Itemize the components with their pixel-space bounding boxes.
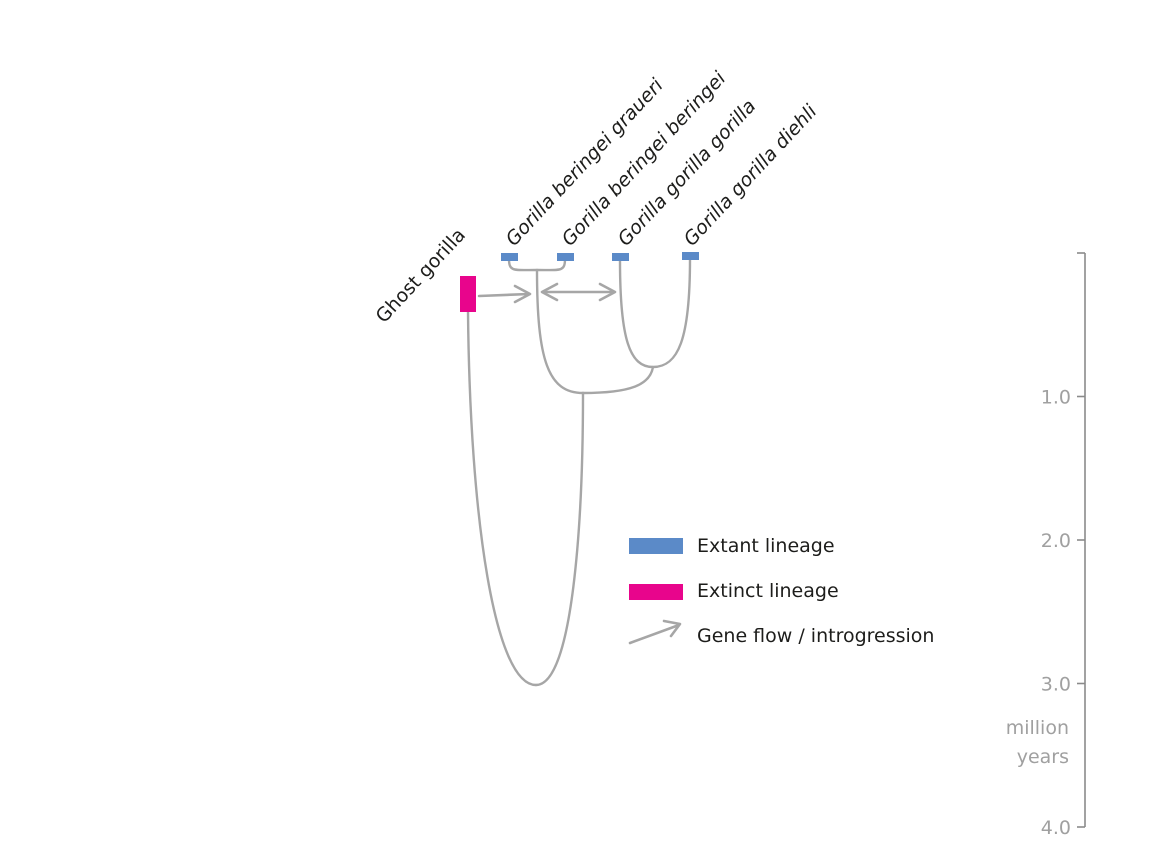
legend-gene-flow-label: Gene flow / introgression <box>697 625 934 647</box>
time-axis-unit-line1: million <box>1006 717 1069 739</box>
branch-modern-stem <box>534 391 585 687</box>
legend-extinct-label: Extinct lineage <box>697 580 839 602</box>
legend-gene-flow-arrow-icon <box>628 619 682 645</box>
legend: Extant lineage Extinct lineage Gene flow… <box>628 535 934 647</box>
branch-ghost-stem <box>466 310 538 687</box>
branch-gorilla-stem <box>581 365 655 395</box>
time-axis-tick-label-1: 1.0 <box>1041 387 1071 409</box>
legend-extant-label: Extant lineage <box>697 535 835 557</box>
tip-marker-gorilla <box>612 253 629 261</box>
time-axis: 1.0 2.0 3.0 4.0 million years <box>1006 252 1086 839</box>
time-axis-tick-label-2: 2.0 <box>1041 530 1071 552</box>
branch-gorilla-diehli <box>618 257 692 369</box>
legend-extant-swatch <box>629 538 683 554</box>
gene-flow-beringei-gorilla <box>540 282 617 302</box>
tip-marker-ghost-gorilla <box>460 276 476 312</box>
legend-extinct-swatch <box>629 584 683 600</box>
tip-marker-diehli <box>682 252 699 260</box>
tip-marker-graueri <box>501 253 518 261</box>
gene-flow-ghost-to-beringei <box>477 284 532 304</box>
time-axis-unit-line2: years <box>1017 746 1069 768</box>
tip-marker-beringei <box>557 253 574 261</box>
branch-beringei-stem <box>535 268 585 395</box>
time-axis-tick-label-4: 4.0 <box>1041 817 1071 839</box>
time-axis-tick-label-3: 3.0 <box>1041 674 1071 696</box>
taxon-label-ghost-gorilla: Ghost gorilla <box>372 224 470 327</box>
taxon-label-gorilla-gorilla-diehli: Gorilla gorilla diehli <box>680 100 822 250</box>
